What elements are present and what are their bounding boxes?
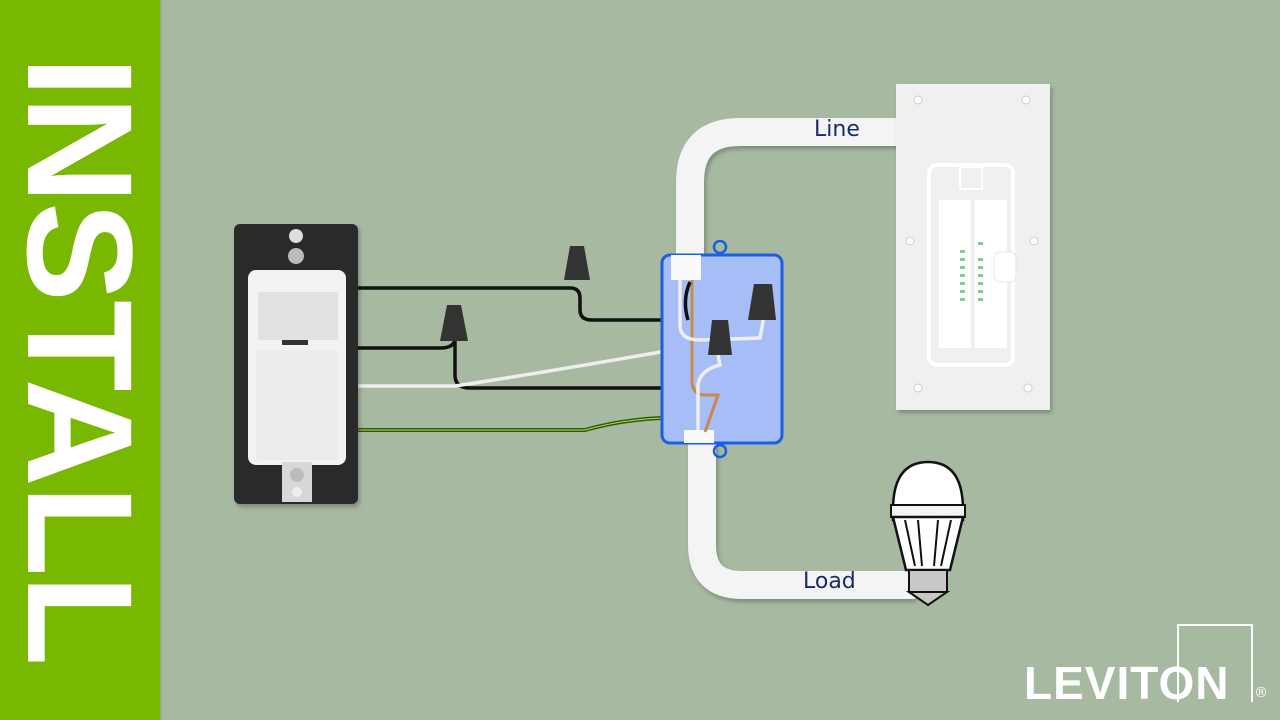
sidebar-divider — [160, 0, 162, 720]
hot-wire-top — [356, 284, 692, 322]
light-bulb-icon — [890, 460, 966, 607]
line-cable — [676, 118, 900, 270]
hot-wire-mid — [356, 337, 457, 350]
wire-nut-2 — [440, 305, 468, 341]
leviton-logo: LEVITON — [1024, 657, 1230, 709]
install-sidebar: INSTALL — [0, 0, 164, 720]
registered-mark: ® — [1254, 685, 1268, 701]
load-cable — [688, 440, 915, 599]
panel-details — [905, 95, 1039, 393]
line-label: Line — [814, 117, 860, 142]
load-label: Load — [803, 569, 856, 594]
wire-nut-3 — [748, 284, 776, 320]
wire-nut-4 — [708, 320, 732, 355]
leviton-logo-box — [1177, 624, 1253, 702]
switch-details — [248, 229, 346, 502]
wire-nut-1 — [564, 246, 590, 280]
